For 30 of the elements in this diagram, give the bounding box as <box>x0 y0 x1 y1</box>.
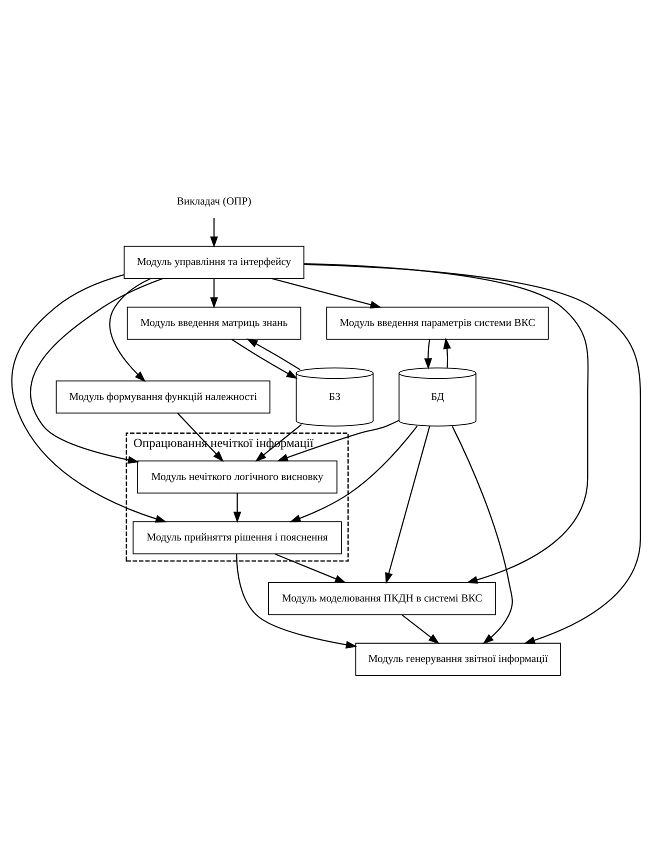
node-box: Модуль формування функцій належності <box>56 380 270 414</box>
arrow <box>274 552 346 583</box>
arrow <box>11 274 167 522</box>
arrow <box>289 425 418 522</box>
arrow <box>424 338 432 370</box>
arrow <box>276 419 400 461</box>
arrow <box>177 412 224 462</box>
arrow <box>304 263 641 644</box>
arrow <box>272 278 382 308</box>
arrow <box>210 278 218 308</box>
node-box: Модуль введення параметрів системи ВКС <box>326 306 549 340</box>
arrow <box>210 218 218 248</box>
node-box: Модуль нечіткого логічного висновку <box>137 460 338 494</box>
arrow <box>231 338 298 378</box>
arrow <box>30 278 163 464</box>
node-box: Модуль введення матриць знань <box>126 306 302 340</box>
node-box: Модуль генерування звітної інформації <box>355 642 561 676</box>
arrow <box>233 492 242 523</box>
node-box: Модуль управління та інтерфейсу <box>124 245 304 278</box>
arrow <box>443 337 452 368</box>
arrow <box>304 262 589 584</box>
arrow <box>402 614 440 644</box>
node-text: Викладач (ОПР) <box>176 194 252 207</box>
arrow <box>452 426 513 644</box>
node-box: Модуль прийняття рішення і пояснення <box>132 520 342 554</box>
arrow <box>246 338 300 370</box>
arrow <box>109 278 151 382</box>
node-box: Модуль моделювання ПКДН в системі ВКС <box>268 582 496 615</box>
arrow <box>236 554 358 648</box>
arrow <box>385 425 430 584</box>
